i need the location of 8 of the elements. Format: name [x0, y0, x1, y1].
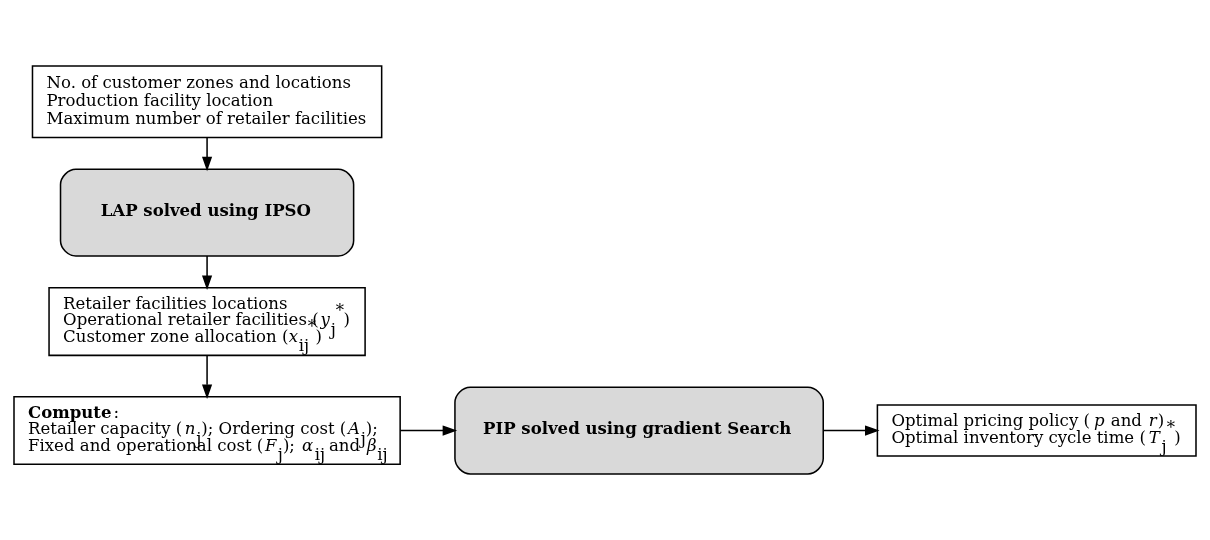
arrow	[202, 137, 213, 172]
arrow	[822, 425, 880, 436]
arrow	[202, 354, 213, 399]
node-box: PIP solved using gradient Search	[454, 386, 824, 475]
node-box: No. of customer zones and locations Production facility location Maximum number of retailer facilities	[31, 65, 383, 139]
arrow	[202, 255, 213, 291]
arrow	[399, 425, 458, 436]
node-box: LAP solved using IPSO	[59, 168, 355, 257]
